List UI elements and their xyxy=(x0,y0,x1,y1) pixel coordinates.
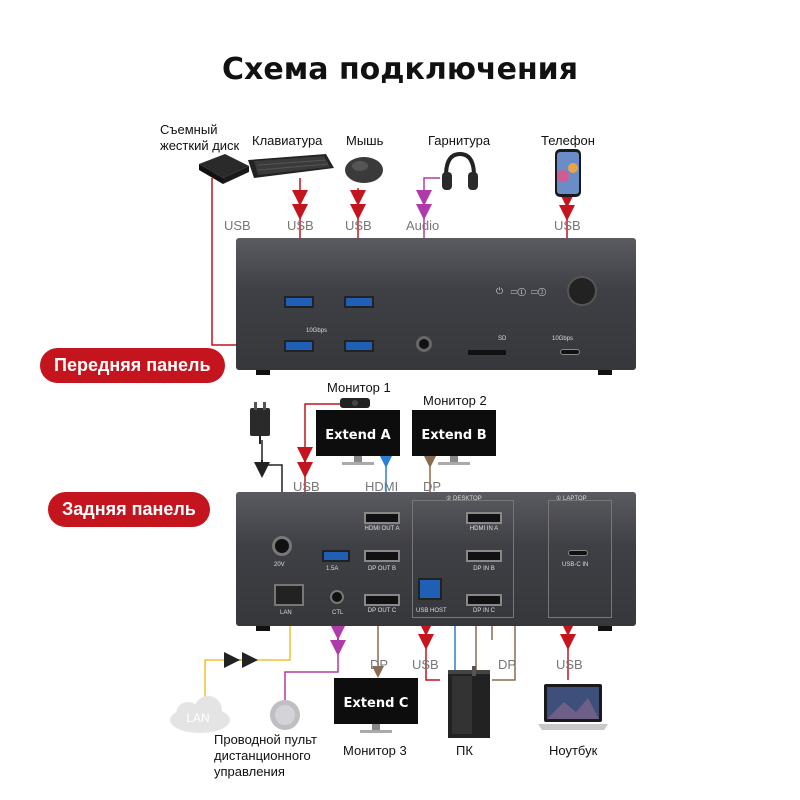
laptop-group-label: ① LAPTOP xyxy=(556,496,587,502)
dock-foot xyxy=(256,370,270,375)
power-dc-port[interactable] xyxy=(272,536,292,556)
drive-label-line2: жесткий диск xyxy=(160,138,240,153)
conn-mouse-usb: USB xyxy=(345,218,372,233)
laptop-label: Ноутбук xyxy=(549,743,598,758)
conn-pc-usb: USB xyxy=(412,657,439,672)
power-port-label: 20V xyxy=(274,562,285,568)
usb-host-port[interactable] xyxy=(418,578,442,600)
conn-keyboard-usb: USB xyxy=(287,218,314,233)
front-usb-port-3[interactable] xyxy=(284,340,314,352)
cloud-icon: LAN xyxy=(170,696,230,733)
status-indicator-icons: ⏻ ▭① ▭② xyxy=(496,286,547,296)
conn-dp-top: DP xyxy=(423,479,442,494)
dp-in-b-label: DP IN B xyxy=(473,566,495,572)
sd-label: SD xyxy=(498,336,507,342)
dock-foot xyxy=(598,626,612,631)
monitor2-icon: Extend B xyxy=(412,410,496,465)
laptop-icon xyxy=(538,684,608,730)
conn-hdmi: HDMI xyxy=(365,479,399,494)
power-button[interactable] xyxy=(567,276,597,306)
front-panel-label: Передняя панель xyxy=(40,348,225,383)
remote-label-line2: дистанционного xyxy=(214,748,311,763)
pc-tower-icon xyxy=(448,666,490,738)
dp-out-c-label: DP OUT C xyxy=(367,608,397,614)
conn-dp-c: DP xyxy=(370,657,389,672)
laptop-group-frame xyxy=(548,500,612,618)
webcam-icon xyxy=(340,398,370,408)
dock-front-panel: 10Gbps SD ⏻ ▭① ▭② 10Gbps xyxy=(236,238,636,370)
typec-speed-label: 10Gbps xyxy=(552,336,574,342)
monitor1-icon: Extend A xyxy=(316,410,400,465)
phone-label: Телефон xyxy=(541,133,595,148)
ctl-port-label: CTL xyxy=(332,610,344,616)
front-usb-port-2[interactable] xyxy=(344,296,374,308)
monitor3-icon: Extend C xyxy=(334,678,418,733)
dp-in-c-port[interactable] xyxy=(466,594,502,606)
conn-pc-dp: DP xyxy=(498,657,517,672)
desktop-group-frame xyxy=(412,500,514,618)
keyboard-label: Клавиатура xyxy=(252,133,323,148)
front-typec-port[interactable] xyxy=(560,349,580,355)
monitor1-label: Монитор 1 xyxy=(327,380,391,395)
extend-b-label: Extend B xyxy=(421,428,486,443)
monitor3-label: Монитор 3 xyxy=(343,743,407,758)
ctl-port[interactable] xyxy=(330,590,344,604)
hdmi-in-a-port[interactable] xyxy=(466,512,502,524)
usbc-in-label: USB-C IN xyxy=(562,562,589,568)
drive-label-line1: Съемный xyxy=(160,122,218,137)
back-usb-port[interactable] xyxy=(322,550,350,562)
lan-port-label: LAN xyxy=(280,610,292,616)
page-title: Схема подключения xyxy=(222,52,578,87)
front-usb-speed-label: 10Gbps xyxy=(306,328,328,334)
monitor2-label: Монитор 2 xyxy=(423,393,487,408)
dp-in-c-label: DP IN C xyxy=(473,608,495,614)
pc-label: ПК xyxy=(456,743,473,758)
desktop-group-label: ② DESKTOP xyxy=(446,496,482,502)
power-adapter-icon xyxy=(250,402,270,444)
front-usb-port-1[interactable] xyxy=(284,296,314,308)
conn-headset-audio: Audio xyxy=(406,218,440,233)
extend-a-label: Extend A xyxy=(325,428,390,443)
dock-back-panel: 20V 1.5A LAN CTL HDMI OUT A DP OUT B DP … xyxy=(236,492,636,626)
back-panel-label: Задняя панель xyxy=(48,492,210,527)
back-usb-amp-label: 1.5A xyxy=(326,566,339,572)
remote-label-line3: управления xyxy=(214,764,285,779)
phone-icon xyxy=(555,149,581,197)
mouse-icon xyxy=(345,157,383,183)
lan-cloud-label: LAN xyxy=(186,711,209,725)
conn-drive-usb: USB xyxy=(224,218,251,233)
usb-host-label: USB HOST xyxy=(416,608,447,614)
headset-icon xyxy=(442,151,478,190)
conn-laptop-usb: USB xyxy=(556,657,583,672)
extend-c-label: Extend C xyxy=(344,696,409,711)
dock-foot xyxy=(256,626,270,631)
lan-port[interactable] xyxy=(274,584,304,606)
mouse-label: Мышь xyxy=(346,133,384,148)
hdmi-out-a-label: HDMI OUT A xyxy=(364,526,400,532)
dock-foot xyxy=(598,370,612,375)
sd-card-slot[interactable] xyxy=(468,350,506,355)
hdmi-out-a-port[interactable] xyxy=(364,512,400,524)
conn-webcam-usb: USB xyxy=(293,479,320,494)
keyboard-icon xyxy=(248,154,334,178)
dp-out-c-port[interactable] xyxy=(364,594,400,606)
hard-drive-icon xyxy=(199,154,249,184)
conn-phone-usb: USB xyxy=(554,218,581,233)
headset-label: Гарнитура xyxy=(428,133,491,148)
usbc-in-port[interactable] xyxy=(568,550,588,556)
remote-icon xyxy=(270,700,300,730)
hdmi-in-a-label: HDMI IN A xyxy=(469,526,499,532)
dp-out-b-label: DP OUT B xyxy=(367,566,397,572)
front-audio-jack[interactable] xyxy=(416,336,432,352)
remote-label-line1: Проводной пульт xyxy=(214,732,317,747)
dp-in-b-port[interactable] xyxy=(466,550,502,562)
front-usb-port-4[interactable] xyxy=(344,340,374,352)
dp-out-b-port[interactable] xyxy=(364,550,400,562)
